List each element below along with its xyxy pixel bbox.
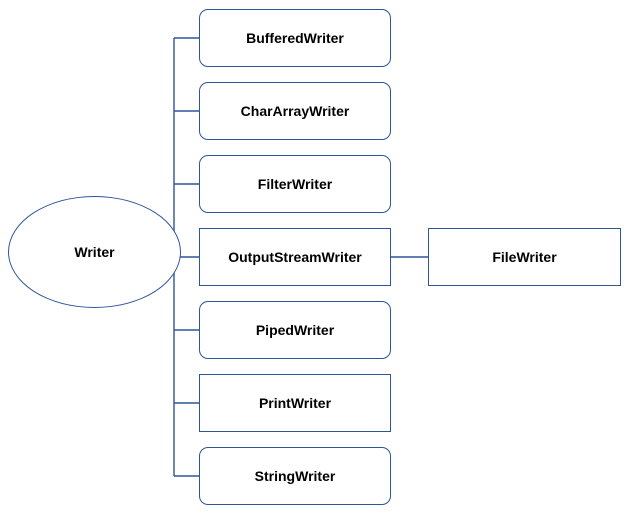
node-label: StringWriter [254,468,336,484]
node-chararraywriter: CharArrayWriter [199,82,391,140]
node-label: CharArrayWriter [240,103,350,119]
node-bufferedwriter: BufferedWriter [199,9,391,67]
node-label: PipedWriter [255,322,335,338]
node-label: PrintWriter [258,395,332,411]
node-label: BufferedWriter [246,30,344,46]
node-label: FileWriter [492,249,557,265]
node-outputstreamwriter: OutputStreamWriter [199,228,391,286]
node-label: FilterWriter [257,176,333,192]
node-filewriter: FileWriter [428,228,621,286]
node-label: OutputStreamWriter [228,249,362,265]
node-filterwriter: FilterWriter [199,155,391,213]
node-printwriter: PrintWriter [199,374,391,432]
root-node-writer: Writer [8,196,181,308]
node-stringwriter: StringWriter [199,447,391,505]
node-pipedwriter: PipedWriter [199,301,391,359]
root-node-label: Writer [74,244,115,260]
